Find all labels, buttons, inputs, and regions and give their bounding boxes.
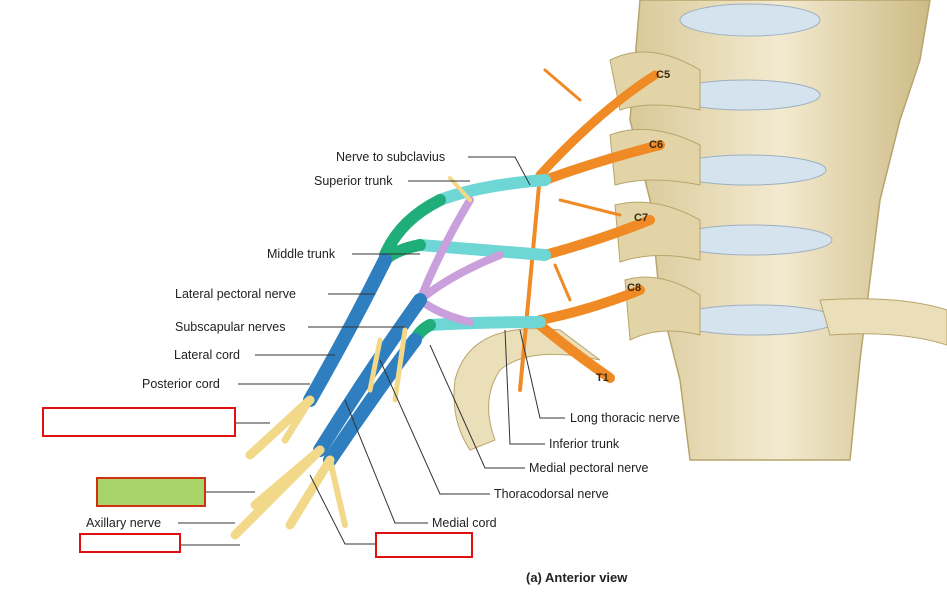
figure-caption: (a) Anterior view — [526, 570, 628, 585]
vertebra-labels: C5 C6 C7 C8 T1 — [596, 69, 670, 384]
label-nerve-to-subclavius: Nerve to subclavius — [336, 150, 445, 164]
label-medial-pectoral-nerve: Medial pectoral nerve — [529, 461, 649, 475]
vertebra-label-c8: C8 — [627, 282, 641, 294]
structure-labels: Nerve to subclavius Superior trunk Middl… — [86, 150, 680, 585]
answer-box-1[interactable] — [42, 407, 236, 437]
label-subscapular-nerves: Subscapular nerves — [175, 320, 285, 334]
label-posterior-cord: Posterior cord — [142, 377, 220, 391]
vertebra-label-c7: C7 — [634, 212, 648, 224]
label-superior-trunk: Superior trunk — [314, 174, 393, 188]
vertebra-label-c5: C5 — [656, 69, 670, 81]
cords — [303, 253, 427, 467]
label-medial-cord: Medial cord — [432, 516, 497, 530]
label-lateral-pectoral-nerve: Lateral pectoral nerve — [175, 287, 296, 301]
answer-box-4[interactable] — [375, 532, 473, 558]
terminal-branches — [230, 176, 472, 540]
leader-lines — [178, 156, 565, 546]
label-long-thoracic-nerve: Long thoracic nerve — [570, 411, 680, 425]
vertebra-label-c6: C6 — [649, 139, 663, 151]
label-axillary-nerve: Axillary nerve — [86, 516, 161, 530]
label-thoracodorsal-nerve: Thoracodorsal nerve — [494, 487, 609, 501]
label-lateral-cord: Lateral cord — [174, 348, 240, 362]
label-inferior-trunk: Inferior trunk — [549, 437, 620, 451]
nerve-roots — [518, 68, 665, 392]
answer-box-3[interactable] — [79, 533, 181, 553]
label-middle-trunk: Middle trunk — [267, 247, 336, 261]
answer-box-2[interactable] — [96, 477, 206, 507]
cervical-spine — [453, 0, 947, 461]
vertebra-label-t1: T1 — [596, 372, 609, 384]
